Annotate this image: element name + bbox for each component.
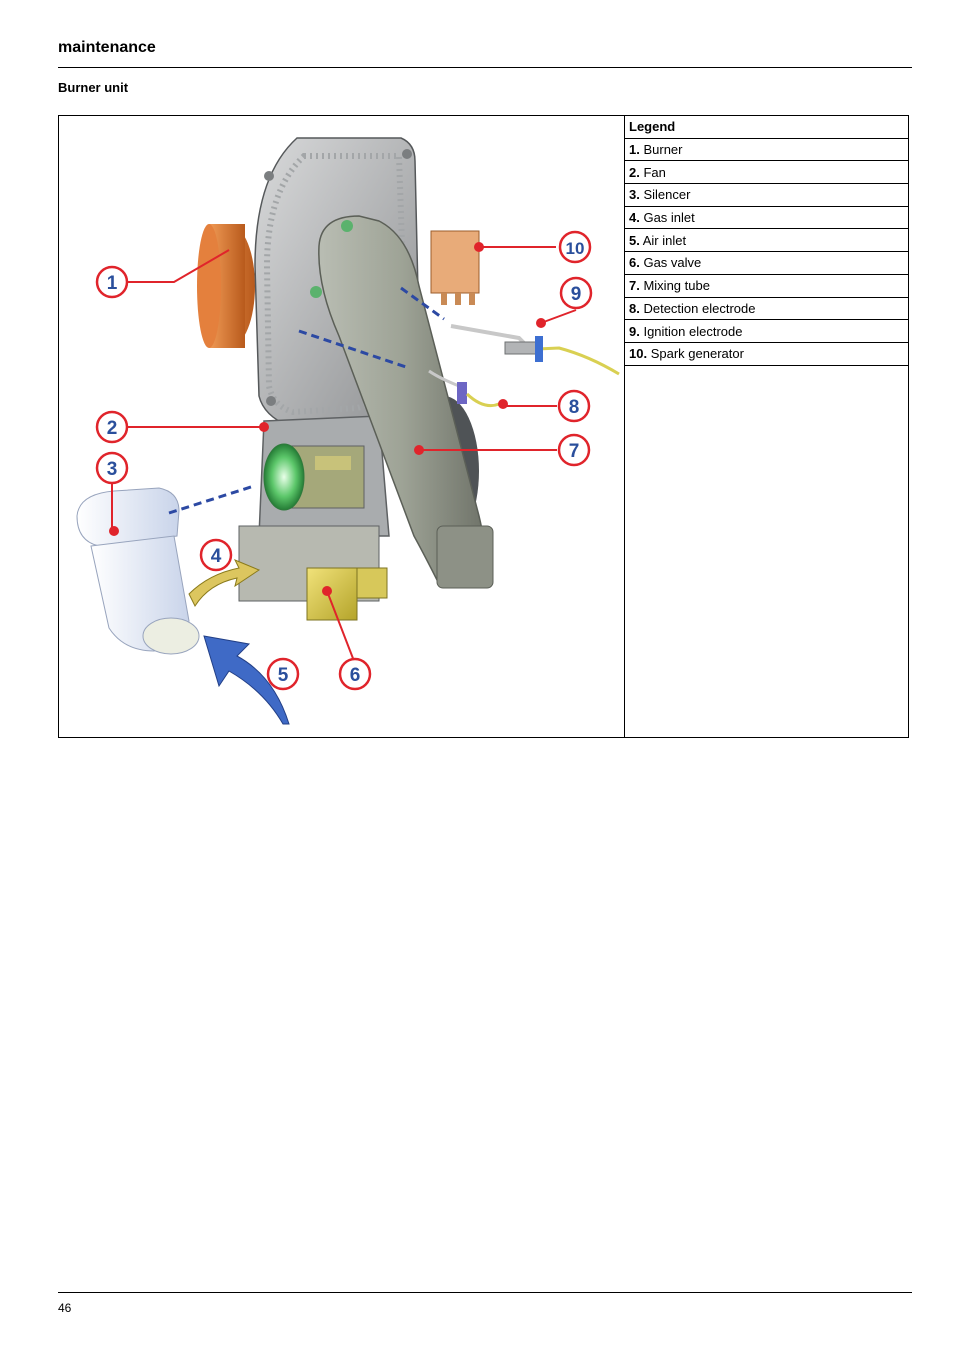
legend-label: Mixing tube bbox=[643, 278, 710, 294]
burner-unit-illustration: 1 2 3 4 5 6 7 bbox=[59, 116, 625, 737]
svg-text:2: 2 bbox=[107, 418, 118, 439]
legend-label: Gas valve bbox=[643, 255, 702, 271]
legend-number: 3. bbox=[629, 187, 640, 203]
legend-number: 4. bbox=[629, 210, 640, 226]
leader-dots bbox=[109, 242, 546, 596]
legend-row: 1. Burner bbox=[625, 138, 908, 162]
svg-text:4: 4 bbox=[211, 546, 222, 567]
page-number: 46 bbox=[58, 1301, 72, 1315]
legend-number: 6. bbox=[629, 255, 640, 271]
footer-rule bbox=[58, 1292, 912, 1293]
header-rule bbox=[58, 67, 912, 68]
air-intake-part bbox=[263, 443, 365, 511]
legend-header-row: Legend bbox=[625, 116, 908, 139]
legend-row: 4. Gas inlet bbox=[625, 206, 908, 230]
svg-text:1: 1 bbox=[107, 273, 118, 294]
legend-label: Spark generator bbox=[650, 346, 744, 362]
svg-text:6: 6 bbox=[350, 665, 361, 686]
svg-text:3: 3 bbox=[107, 459, 118, 480]
callout-5: 5 bbox=[266, 657, 300, 691]
exploded-view-lines bbox=[168, 286, 445, 515]
spark-generator-part bbox=[430, 230, 480, 305]
legend-label: Gas inlet bbox=[643, 210, 695, 226]
legend-row: 9. Ignition electrode bbox=[625, 319, 908, 343]
legend-label: Silencer bbox=[643, 187, 691, 203]
callout-8: 8 bbox=[557, 389, 591, 423]
callout-7: 7 bbox=[557, 433, 591, 467]
callout-10: 10 bbox=[558, 230, 592, 264]
legend-number: 2. bbox=[629, 164, 640, 180]
svg-text:9: 9 bbox=[571, 284, 582, 305]
legend-label: Ignition electrode bbox=[643, 323, 743, 339]
legend-number: 9. bbox=[629, 323, 640, 339]
legend-label: Burner bbox=[643, 142, 683, 158]
callout-4: 4 bbox=[199, 538, 233, 572]
legend-row: 8. Detection electrode bbox=[625, 297, 908, 321]
legend-label: Fan bbox=[643, 164, 666, 180]
callout-9: 9 bbox=[559, 276, 593, 310]
legend-row: 6. Gas valve bbox=[625, 251, 908, 275]
gas-inlet-arrow bbox=[188, 559, 261, 608]
burner-part bbox=[197, 224, 255, 348]
air-inlet-arrow bbox=[203, 635, 290, 725]
gas-valve-part bbox=[238, 525, 388, 621]
callout-3: 3 bbox=[95, 451, 129, 485]
legend-number: 10. bbox=[629, 346, 648, 362]
legend-table: Legend 1. Burner 2. Fan 3. Silencer 4. G… bbox=[625, 116, 908, 366]
svg-text:10: 10 bbox=[566, 239, 585, 258]
legend-row: 7. Mixing tube bbox=[625, 274, 908, 298]
detection-electrode-part bbox=[428, 369, 500, 408]
figure-frame: 1 2 3 4 5 6 7 bbox=[58, 115, 909, 738]
mixing-tube-part bbox=[310, 215, 494, 589]
figure-subtitle: Burner unit bbox=[58, 80, 129, 95]
svg-text:5: 5 bbox=[278, 665, 289, 686]
legend-row: 3. Silencer bbox=[625, 183, 908, 207]
legend-number: 5. bbox=[629, 232, 640, 248]
legend-row: 2. Fan bbox=[625, 160, 908, 185]
silencer-part bbox=[76, 487, 200, 655]
section-title: maintenance bbox=[58, 39, 156, 56]
legend-number: 7. bbox=[629, 278, 640, 294]
ignition-electrode-part bbox=[450, 324, 620, 376]
legend-title: Legend bbox=[625, 116, 908, 139]
callout-2: 2 bbox=[95, 410, 129, 444]
callout-6: 6 bbox=[338, 657, 372, 691]
callout-1: 1 bbox=[95, 265, 129, 299]
svg-text:7: 7 bbox=[569, 441, 580, 462]
svg-text:8: 8 bbox=[569, 397, 580, 418]
legend-row: 10. Spark generator bbox=[625, 342, 908, 366]
legend-label: Air inlet bbox=[642, 232, 687, 248]
legend-number: 1. bbox=[629, 142, 640, 158]
legend-row: 5. Air inlet bbox=[625, 228, 908, 253]
burner-diagram: 1 2 3 4 5 6 7 bbox=[76, 137, 620, 725]
legend-number: 8. bbox=[629, 300, 640, 316]
legend-label: Detection electrode bbox=[643, 300, 756, 316]
